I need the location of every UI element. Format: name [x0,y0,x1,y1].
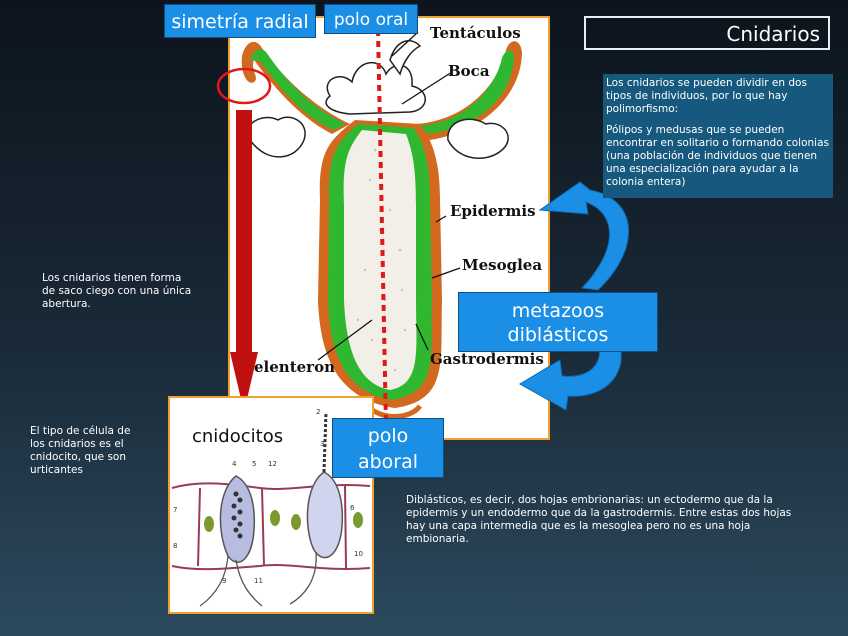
metazoos-line2: diblásticos [507,324,609,346]
right-lobe [447,118,509,159]
curved-arrow-upper [538,181,630,291]
coiled-thread [231,491,243,539]
label-celenteron: elenteron [254,358,335,376]
fig-num-5: 5 [252,460,256,468]
fig-num-8: 8 [173,542,177,550]
info-paragraph-1: Los cnidarios se pueden dividir en dos t… [606,77,807,115]
text-cnidocito: El tipo de célula de los cnidarios es el… [30,425,131,476]
nucleus-left [204,516,214,532]
tentacle-tip-highlight [216,67,272,105]
label-epidermis: Epidermis [450,202,536,220]
polo-aboral-line2: aboral [357,451,419,473]
fig-num-9: 9 [222,577,226,585]
text-diblasticos: Diblásticos, es decir, dos hojas embrion… [406,494,792,545]
fig-num-12: 12 [268,460,277,468]
label-boca: Boca [448,62,490,80]
nucleus-far [353,512,363,528]
fig-num-6: 6 [350,504,355,512]
cavity-stipple [356,148,407,372]
label-tentaculos: Tentáculos [430,24,521,42]
red-arrow-head [230,352,258,412]
slide-title: Cnidarios [584,16,830,50]
fig-num-2: 2 [316,408,320,416]
polo-aboral-line1: polo [367,425,409,447]
red-arrow-shaft [236,110,252,356]
text-saco-ciego: Los cnidarios tienen forma de saco ciego… [42,272,192,310]
cnidocil [322,411,328,473]
info-paragraph-2: Pólipos y medusas que se pueden encontra… [606,124,829,188]
fig-num-3: 3 [320,440,324,448]
label-metazoos-diblasticos: metazoos diblásticos [458,292,658,352]
fig-num-7: 7 [173,506,177,514]
nematocyst-intact [306,471,344,559]
label-cnidocitos: cnidocitos [192,426,284,447]
support-fibers [199,551,317,607]
celenteron-cavity [343,130,417,390]
label-polo-aboral: polo aboral [332,418,444,478]
fig-num-4: 4 [232,460,237,468]
nucleus-right [291,514,301,530]
polymorphism-info-box: Los cnidarios se pueden dividir en dos t… [603,74,833,198]
left-lobe [246,116,306,158]
cell-membranes [171,482,371,571]
fig-num-10: 10 [354,550,363,558]
fig-num-11: 11 [254,577,263,585]
label-mesoglea: Mesoglea [462,256,543,274]
label-gastrodermis: Gastrodermis [430,350,544,368]
figure-numbers: 2 3 4 5 6 7 8 9 10 11 12 [173,408,363,585]
label-polo-oral: polo oral [324,4,418,34]
nematocyst-discharged [219,475,256,563]
metazoos-line1: metazoos [511,300,605,322]
label-simetria-radial: simetría radial [164,4,316,38]
hypostome-tentacle [389,40,422,76]
nucleus-mid [270,510,280,526]
